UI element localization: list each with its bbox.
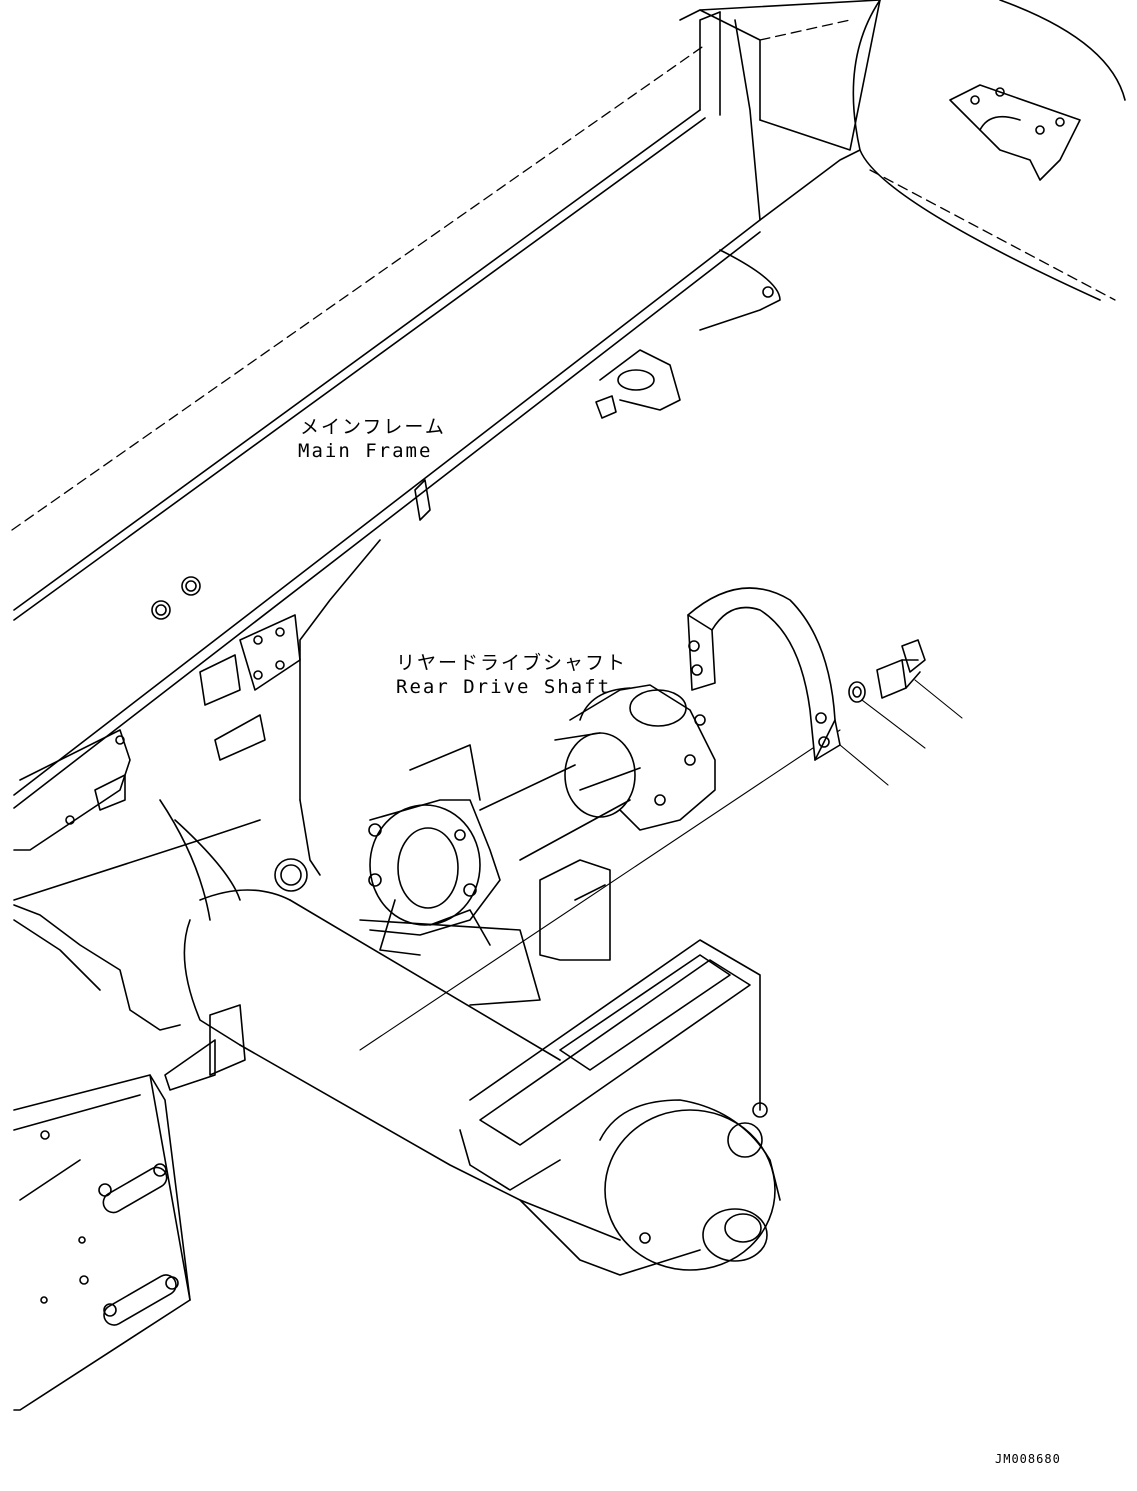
drive-shaft-label-en: Rear Drive Shaft [396,676,612,698]
side-plate [13,1074,191,1411]
main-frame-label-jp: メインフレーム [300,416,446,438]
main-frame [11,0,1126,921]
main-frame-label-en: Main Frame [298,440,433,462]
rear-axle-housing [13,889,781,1276]
washer [848,681,926,749]
bolt [876,639,963,719]
drive-shaft-label-jp: リヤードライブシャフト [396,652,628,674]
strap-guard [687,587,889,786]
rear-drive-shaft [359,684,841,1051]
drawing-code: JM008680 [995,1452,1061,1466]
